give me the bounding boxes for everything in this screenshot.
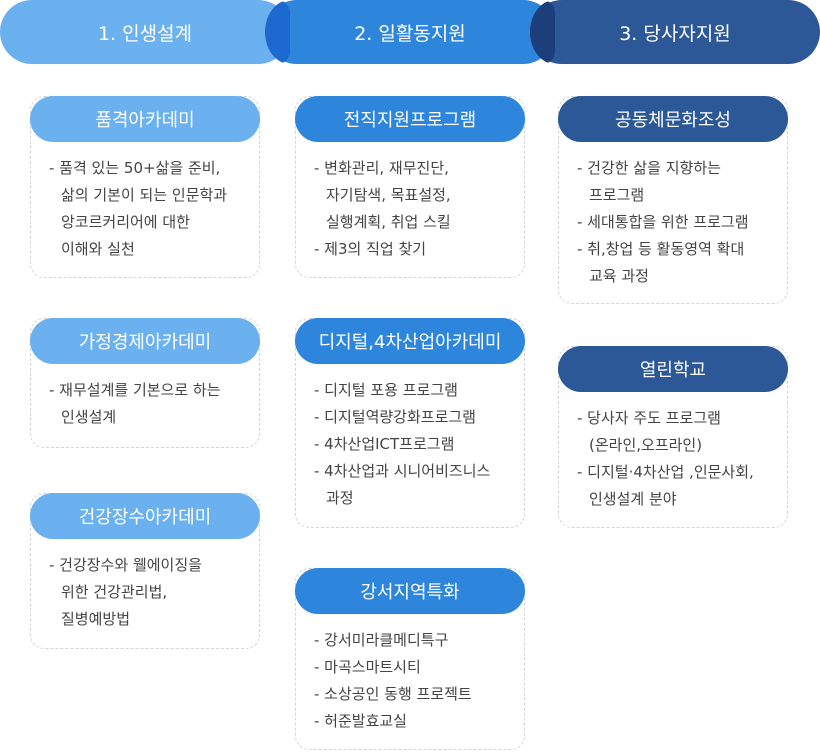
card-gangseo-regional-special: 강서지역특화 - 강서미라클메디특구 - 마곡스마트시티 - 소상공인 동행 프…: [295, 568, 525, 750]
list-item: - 품격 있는 50+삶을 준비,: [49, 159, 221, 177]
list-item: - 디지털 포용 프로그램: [314, 381, 458, 399]
list-item: - 디지털역량강화프로그램: [314, 408, 476, 426]
card-title: 품격아카데미: [30, 96, 260, 142]
card-title: 건강장수아카데미: [30, 493, 260, 539]
list-item: 질병예방법: [61, 610, 131, 628]
card-items: - 디지털 포용 프로그램 - 디지털역량강화프로그램 - 4차산업ICT프로그…: [314, 377, 514, 512]
card-community-culture: 공동체문화조성 - 건강한 삶을 지향하는 프로그램 - 세대통합을 위한 프로…: [558, 96, 788, 304]
card-items: - 건강한 삶을 지향하는 프로그램 - 세대통합을 위한 프로그램 - 취,창…: [577, 155, 777, 290]
card-title: 디지털,4차산업아카데미: [295, 318, 525, 364]
step-2-banner: 2. 일활동지원: [265, 0, 555, 64]
list-item: - 강서미라클메디특구: [314, 631, 449, 649]
list-item: - 마곡스마트시티: [314, 658, 421, 676]
list-item: - 건강한 삶을 지향하는: [577, 159, 721, 177]
card-title: 강서지역특화: [295, 568, 525, 614]
list-item: 실행계획, 취업 스킬: [326, 213, 451, 231]
list-item: 자기탐색, 목표설정,: [326, 186, 451, 204]
card-title: 열린학교: [558, 346, 788, 392]
list-item: - 제3의 직업 찾기: [314, 240, 427, 258]
step-1-banner: 1. 인생설계: [0, 0, 290, 64]
list-item: - 변화관리, 재무진단,: [314, 159, 449, 177]
list-item: - 4차산업ICT프로그램: [314, 435, 455, 453]
list-item: 과정: [326, 489, 354, 507]
card-title: 전직지원프로그램: [295, 96, 525, 142]
list-item: - 4차산업과 시니어비즈니스: [314, 462, 491, 480]
list-item: (온라인,오프라인): [589, 436, 703, 454]
card-title: 가정경제아카데미: [30, 318, 260, 364]
list-item: 인생설계: [61, 408, 117, 426]
step-2-label: 2. 일활동지원: [354, 22, 466, 45]
step-1-label: 1. 인생설계: [97, 22, 193, 45]
card-items: - 당사자 주도 프로그램 (온라인,오프라인) - 디지털·4차산업 ,인문사…: [577, 405, 777, 513]
card-digital-4th-industry-academy: 디지털,4차산업아카데미 - 디지털 포용 프로그램 - 디지털역량강화프로그램…: [295, 318, 525, 528]
card-dignity-academy: 품격아카데미 - 품격 있는 50+삶을 준비, 삶의 기본이 되는 인문학과 …: [30, 96, 260, 278]
list-item: - 건강장수와 웰에이징을: [49, 556, 202, 574]
card-open-school: 열린학교 - 당사자 주도 프로그램 (온라인,오프라인) - 디지털·4차산업…: [558, 346, 788, 528]
list-item: - 세대통합을 위한 프로그램: [577, 213, 749, 231]
card-title: 공동체문화조성: [558, 96, 788, 142]
step-3-label: 3. 당사자지원: [619, 22, 731, 45]
card-items: - 건강장수와 웰에이징을 위한 건강관리법, 질병예방법: [49, 552, 249, 633]
list-item: 위한 건강관리법,: [61, 583, 168, 601]
list-item: 이해와 실천: [61, 240, 135, 258]
card-items: - 변화관리, 재무진단, 자기탐색, 목표설정, 실행계획, 취업 스킬 - …: [314, 155, 514, 263]
list-item: - 재무설계를 기본으로 하는: [49, 381, 221, 399]
card-items: - 재무설계를 기본으로 하는 인생설계: [49, 377, 249, 431]
list-item: - 소상공인 동행 프로젝트: [314, 685, 472, 703]
card-career-transition-program: 전직지원프로그램 - 변화관리, 재무진단, 자기탐색, 목표설정, 실행계획,…: [295, 96, 525, 278]
card-items: - 강서미라클메디특구 - 마곡스마트시티 - 소상공인 동행 프로젝트 - 허…: [314, 627, 514, 735]
list-item: - 당사자 주도 프로그램: [577, 409, 721, 427]
list-item: - 허준발효교실: [314, 712, 407, 730]
list-item: 삶의 기본이 되는 인문학과: [61, 186, 228, 204]
list-item: 교육 과정: [589, 267, 649, 285]
step-3-banner: 3. 당사자지원: [530, 0, 820, 64]
list-item: - 디지털·4차산업 ,인문사회,: [577, 463, 754, 481]
card-household-economy-academy: 가정경제아카데미 - 재무설계를 기본으로 하는 인생설계: [30, 318, 260, 448]
list-item: - 취,창업 등 활동영역 확대: [577, 240, 745, 258]
list-item: 프로그램: [589, 186, 645, 204]
list-item: 앙코르커리어에 대한: [61, 213, 190, 231]
card-items: - 품격 있는 50+삶을 준비, 삶의 기본이 되는 인문학과 앙코르커리어에…: [49, 155, 249, 263]
list-item: 인생설계 분야: [589, 490, 677, 508]
card-health-longevity-academy: 건강장수아카데미 - 건강장수와 웰에이징을 위한 건강관리법, 질병예방법: [30, 493, 260, 649]
